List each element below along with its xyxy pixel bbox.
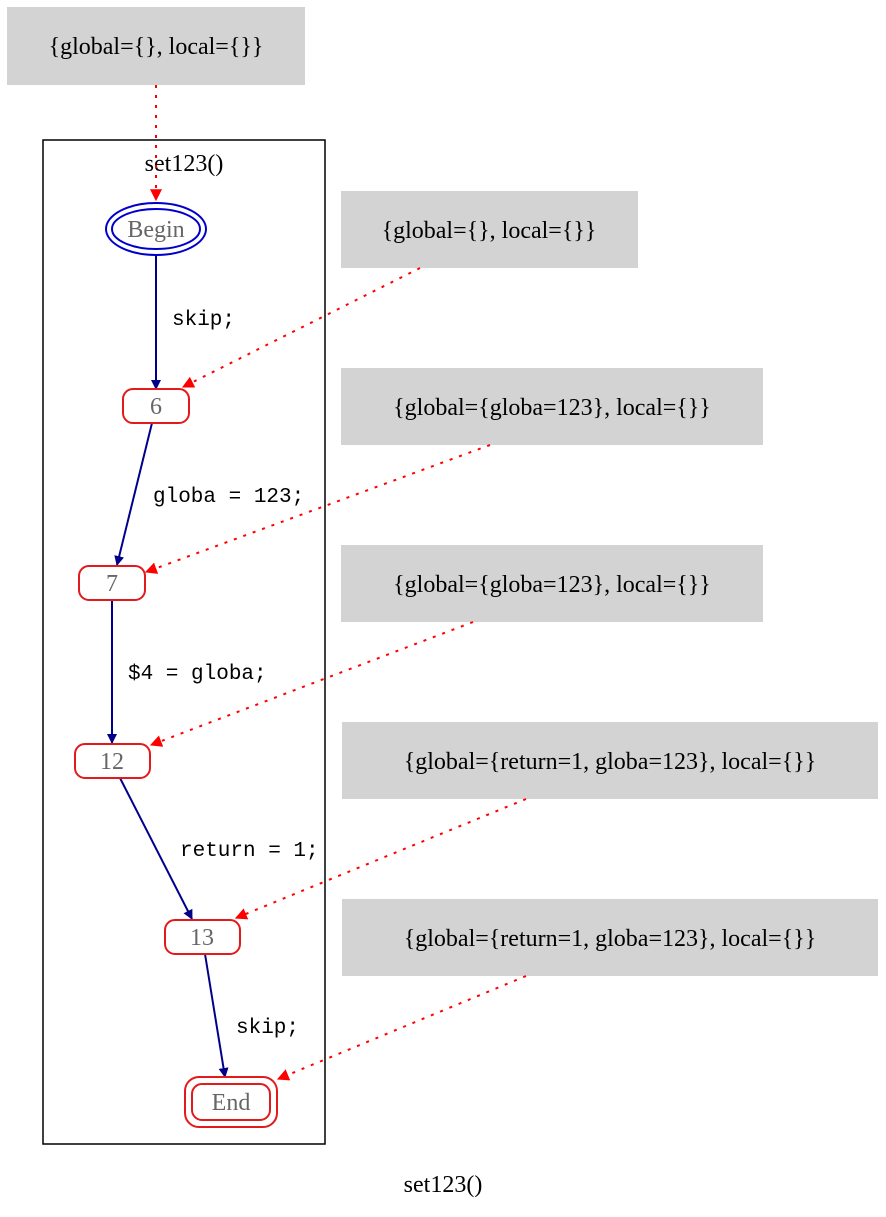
node-7: 7 xyxy=(78,565,146,601)
state-box-end: {global={return=1, globa=123}, local={}} xyxy=(342,899,878,976)
state-link-end xyxy=(276,975,527,1081)
edge-label-7-12: $4 = globa; xyxy=(128,663,267,686)
edges xyxy=(107,255,229,1078)
node-label-end: End xyxy=(212,1090,251,1116)
node-label-6: 6 xyxy=(150,394,162,420)
state-link-6 xyxy=(181,267,421,388)
cluster-label: set123() xyxy=(145,151,224,177)
state-box-initial: {global={}, local={}} xyxy=(7,7,305,85)
state-label-end: {global={return=1, globa=123}, local={}} xyxy=(404,926,817,952)
graph-label: set123() xyxy=(404,1172,483,1198)
edge-13-end xyxy=(204,953,229,1078)
node-6: 6 xyxy=(122,388,190,424)
node-end: End xyxy=(184,1076,278,1128)
state-link-12 xyxy=(149,621,474,747)
cluster-box xyxy=(42,139,326,1145)
edge-label-6-7: globa = 123; xyxy=(153,486,304,509)
node-13: 13 xyxy=(164,919,241,955)
node-begin: Begin xyxy=(105,202,207,256)
edge-6-7 xyxy=(114,422,153,566)
state-label-initial: {global={}, local={}} xyxy=(49,34,264,60)
state-link-7 xyxy=(144,444,491,574)
node-label-13: 13 xyxy=(190,925,214,951)
state-label-7: {global={globa=123}, local={}} xyxy=(393,395,711,421)
node-12: 12 xyxy=(74,743,151,779)
edge-label-12-13: return = 1; xyxy=(180,840,319,863)
state-box-12: {global={globa=123}, local={}} xyxy=(341,545,763,622)
node-label-begin: Begin xyxy=(127,217,184,243)
edge-label-begin-6: skip; xyxy=(172,309,235,332)
state-box-6: {global={}, local={}} xyxy=(341,191,638,268)
state-link-13 xyxy=(234,798,527,920)
node-label-7: 7 xyxy=(106,571,118,597)
state-label-6: {global={}, local={}} xyxy=(382,218,597,244)
state-box-13: {global={return=1, globa=123}, local={}} xyxy=(342,722,878,799)
edge-label-13-end: skip; xyxy=(236,1017,299,1040)
state-box-7: {global={globa=123}, local={}} xyxy=(341,368,763,445)
edge-12-13 xyxy=(119,777,193,920)
state-label-12: {global={globa=123}, local={}} xyxy=(393,572,711,598)
state-label-13: {global={return=1, globa=123}, local={}} xyxy=(404,749,817,775)
node-label-12: 12 xyxy=(100,749,124,775)
state-links xyxy=(144,85,527,1081)
